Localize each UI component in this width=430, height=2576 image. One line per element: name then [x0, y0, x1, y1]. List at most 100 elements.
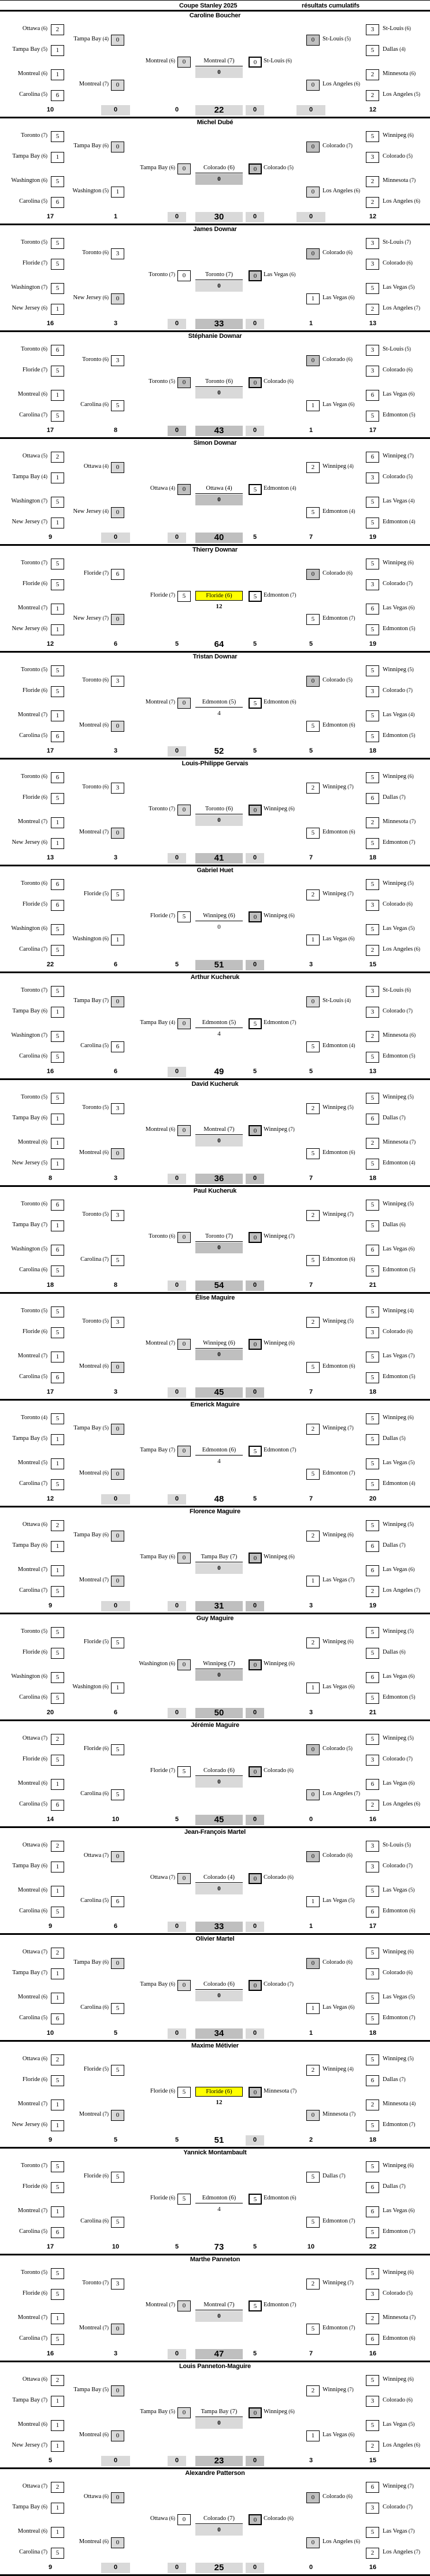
score-left-r2[interactable]: 5: [111, 2217, 124, 2228]
score-left-r1[interactable]: 5: [51, 2161, 64, 2172]
score-left-r1[interactable]: 1: [51, 2503, 64, 2514]
final-score[interactable]: 0: [195, 815, 243, 826]
score-left-r1[interactable]: 1: [51, 2396, 64, 2407]
score-left-r1[interactable]: 6: [51, 772, 64, 783]
score-right-r1[interactable]: 5: [366, 1352, 379, 1363]
score-left-r1[interactable]: 6: [51, 1800, 64, 1811]
final-score[interactable]: 4: [217, 2206, 221, 2213]
score-left-r1[interactable]: 1: [51, 604, 64, 615]
score-right-r3[interactable]: 0: [249, 57, 262, 68]
score-left-r1[interactable]: 5: [51, 411, 64, 422]
score-left-r2[interactable]: 1: [111, 935, 124, 945]
score-left-r2[interactable]: 5: [111, 1744, 124, 1755]
final-score[interactable]: 0: [195, 494, 243, 505]
score-right-r2[interactable]: 0: [306, 35, 320, 46]
score-right-r1[interactable]: 5: [366, 710, 379, 721]
score-right-r1[interactable]: 6: [366, 452, 379, 463]
score-left-r2[interactable]: 1: [111, 187, 124, 198]
score-right-r2[interactable]: 1: [306, 1576, 320, 1587]
score-left-r1[interactable]: 1: [51, 1862, 64, 1873]
final-team-banner[interactable]: Montreal (7): [195, 1125, 243, 1135]
final-team-banner[interactable]: Colorado (7): [195, 2514, 243, 2524]
score-right-r3[interactable]: 0: [249, 1125, 262, 1136]
final-team-banner[interactable]: Montreal (7): [195, 57, 243, 66]
score-left-r1[interactable]: 5: [51, 1586, 64, 1597]
score-left-r1[interactable]: 5: [51, 2548, 64, 2559]
final-team-banner[interactable]: Ottawa (4): [195, 484, 243, 494]
score-right-r1[interactable]: 6: [366, 1907, 379, 1918]
final-team-banner[interactable]: Colorado (6): [195, 163, 243, 173]
score-left-r1[interactable]: 1: [51, 152, 64, 163]
score-right-r1[interactable]: 5: [366, 518, 379, 528]
final-score[interactable]: 0: [195, 2418, 243, 2429]
score-right-r2[interactable]: 5: [306, 1148, 320, 1159]
score-left-r3[interactable]: 0: [177, 163, 191, 174]
score-right-r2[interactable]: 0: [306, 1789, 320, 1800]
score-right-r1[interactable]: 6: [366, 2482, 379, 2493]
score-right-r3[interactable]: 5: [249, 2194, 262, 2205]
score-left-r1[interactable]: 6: [51, 1200, 64, 1211]
score-right-r1[interactable]: 3: [366, 1755, 379, 1766]
score-left-r1[interactable]: 1: [51, 1114, 64, 1125]
score-left-r3[interactable]: 0: [177, 805, 191, 816]
score-right-r1[interactable]: 6: [366, 1779, 379, 1790]
score-left-r1[interactable]: 1: [51, 1007, 64, 1018]
score-right-r2[interactable]: 2: [306, 1637, 320, 1648]
score-left-r2[interactable]: 0: [111, 1469, 124, 1480]
score-right-r2[interactable]: 0: [306, 248, 320, 259]
score-left-r2[interactable]: 3: [111, 1210, 124, 1221]
score-right-r1[interactable]: 2: [366, 176, 379, 187]
score-left-r3[interactable]: 5: [177, 911, 191, 922]
score-left-r1[interactable]: 5: [51, 259, 64, 270]
score-right-r1[interactable]: 2: [366, 69, 379, 80]
final-team-banner[interactable]: Colorado (6): [195, 1766, 243, 1776]
score-left-r1[interactable]: 5: [51, 283, 64, 294]
score-left-r3[interactable]: 0: [177, 1125, 191, 1136]
score-right-r3[interactable]: 5: [249, 2300, 262, 2311]
score-right-r1[interactable]: 5: [366, 1052, 379, 1063]
score-left-r1[interactable]: 5: [51, 238, 64, 249]
score-left-r2[interactable]: 3: [111, 1317, 124, 1328]
final-score[interactable]: 0: [195, 1136, 243, 1146]
score-right-r1[interactable]: 5: [366, 1948, 379, 1959]
final-score[interactable]: 0: [195, 1777, 243, 1788]
score-right-r1[interactable]: 3: [366, 900, 379, 911]
score-left-r1[interactable]: 5: [51, 665, 64, 676]
score-right-r2[interactable]: 0: [306, 2492, 320, 2503]
final-team-banner[interactable]: Winnipeg (6): [195, 1339, 243, 1349]
score-right-r1[interactable]: 5: [366, 559, 379, 569]
score-left-r1[interactable]: 6: [51, 2013, 64, 2024]
score-left-r1[interactable]: 1: [51, 2527, 64, 2538]
score-right-r2[interactable]: 0: [306, 996, 320, 1007]
score-right-r1[interactable]: 3: [366, 2396, 379, 2407]
score-left-r1[interactable]: 1: [51, 2420, 64, 2431]
score-left-r1[interactable]: 5: [51, 1755, 64, 1766]
score-left-r2[interactable]: 0: [111, 142, 124, 152]
score-right-r1[interactable]: 3: [366, 472, 379, 483]
score-left-r3[interactable]: 0: [177, 698, 191, 709]
score-right-r2[interactable]: 0: [306, 1851, 320, 1862]
score-left-r3[interactable]: 5: [177, 1766, 191, 1777]
score-left-r1[interactable]: 2: [51, 1520, 64, 1531]
score-right-r1[interactable]: 3: [366, 366, 379, 377]
score-right-r2[interactable]: 2: [306, 1103, 320, 1114]
score-left-r2[interactable]: 0: [111, 2385, 124, 2396]
score-right-r1[interactable]: 3: [366, 259, 379, 270]
score-right-r1[interactable]: 5: [366, 1734, 379, 1745]
score-left-r2[interactable]: 0: [111, 1362, 124, 1373]
score-right-r2[interactable]: 5: [306, 1041, 320, 1052]
score-right-r1[interactable]: 5: [366, 1627, 379, 1638]
score-left-r1[interactable]: 1: [51, 304, 64, 315]
score-right-r2[interactable]: 5: [306, 614, 320, 625]
score-left-r2[interactable]: 0: [111, 1148, 124, 1159]
score-left-r1[interactable]: 1: [51, 1458, 64, 1469]
final-team-banner[interactable]: Floride (6): [195, 2087, 243, 2097]
score-left-r1[interactable]: 5: [51, 986, 64, 997]
score-right-r1[interactable]: 6: [366, 2206, 379, 2217]
score-right-r1[interactable]: 5: [366, 1479, 379, 1490]
score-left-r1[interactable]: 1: [51, 472, 64, 483]
score-right-r1[interactable]: 5: [366, 1200, 379, 1211]
score-left-r1[interactable]: 5: [51, 1031, 64, 1042]
score-right-r2[interactable]: 5: [306, 1362, 320, 1373]
score-right-r3[interactable]: 0: [249, 1873, 262, 1884]
